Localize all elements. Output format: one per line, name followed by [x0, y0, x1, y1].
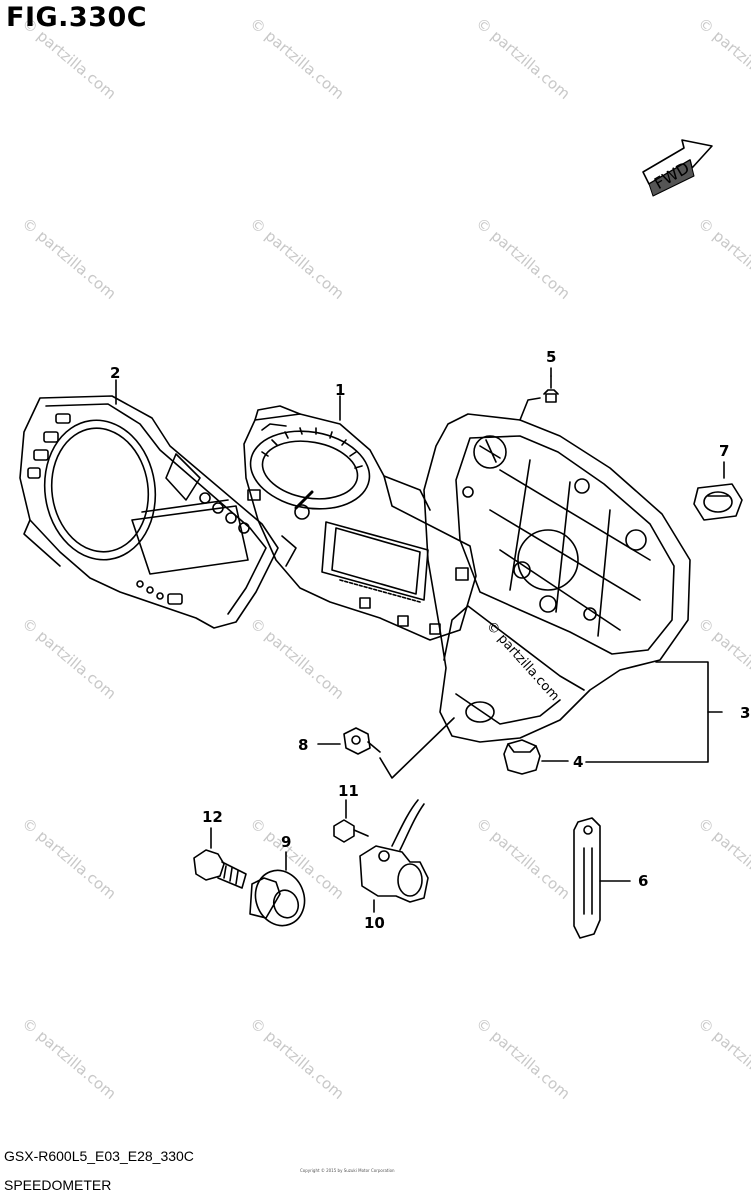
callout-10: 10 [364, 914, 385, 932]
callout-8: 8 [298, 736, 309, 754]
damper-4-icon [503, 739, 569, 775]
callout-2: 2 [110, 364, 121, 382]
callout-4: 4 [573, 753, 584, 771]
meter-case-icon: © partzilla.com [423, 397, 691, 743]
section-name: SPEEDOMETER [4, 1177, 112, 1193]
bolt-8-icon [317, 717, 455, 779]
meter-cover-icon [19, 395, 279, 629]
callout-9: 9 [281, 833, 292, 851]
meter-assembly-icon [243, 405, 477, 641]
callout-12: 12 [202, 808, 223, 826]
grommet-7-icon [693, 461, 743, 521]
callout-6: 6 [638, 872, 649, 890]
strap-6-icon [573, 817, 631, 939]
bolt-12-icon [193, 827, 247, 889]
washer-9-icon [249, 851, 306, 927]
screw-5-icon [543, 375, 559, 403]
callout-1: 1 [335, 381, 346, 399]
speed-sensor-10-icon [359, 799, 429, 913]
fwd-arrow-icon: FWD [642, 139, 713, 197]
callout-11: 11 [338, 782, 359, 800]
callout-5: 5 [546, 348, 557, 366]
figure-title: FIG.330C [6, 2, 148, 33]
copyright-line: Copyright © 2015 by Suzuki Motor Corpora… [300, 1168, 395, 1173]
model-code: GSX-R600L5_E03_E28_330C [4, 1148, 194, 1164]
case-watermark: © partzilla.com [483, 619, 562, 704]
callout-3: 3 [740, 704, 751, 722]
bolt-11-icon [333, 799, 369, 843]
callout-7: 7 [719, 442, 730, 460]
